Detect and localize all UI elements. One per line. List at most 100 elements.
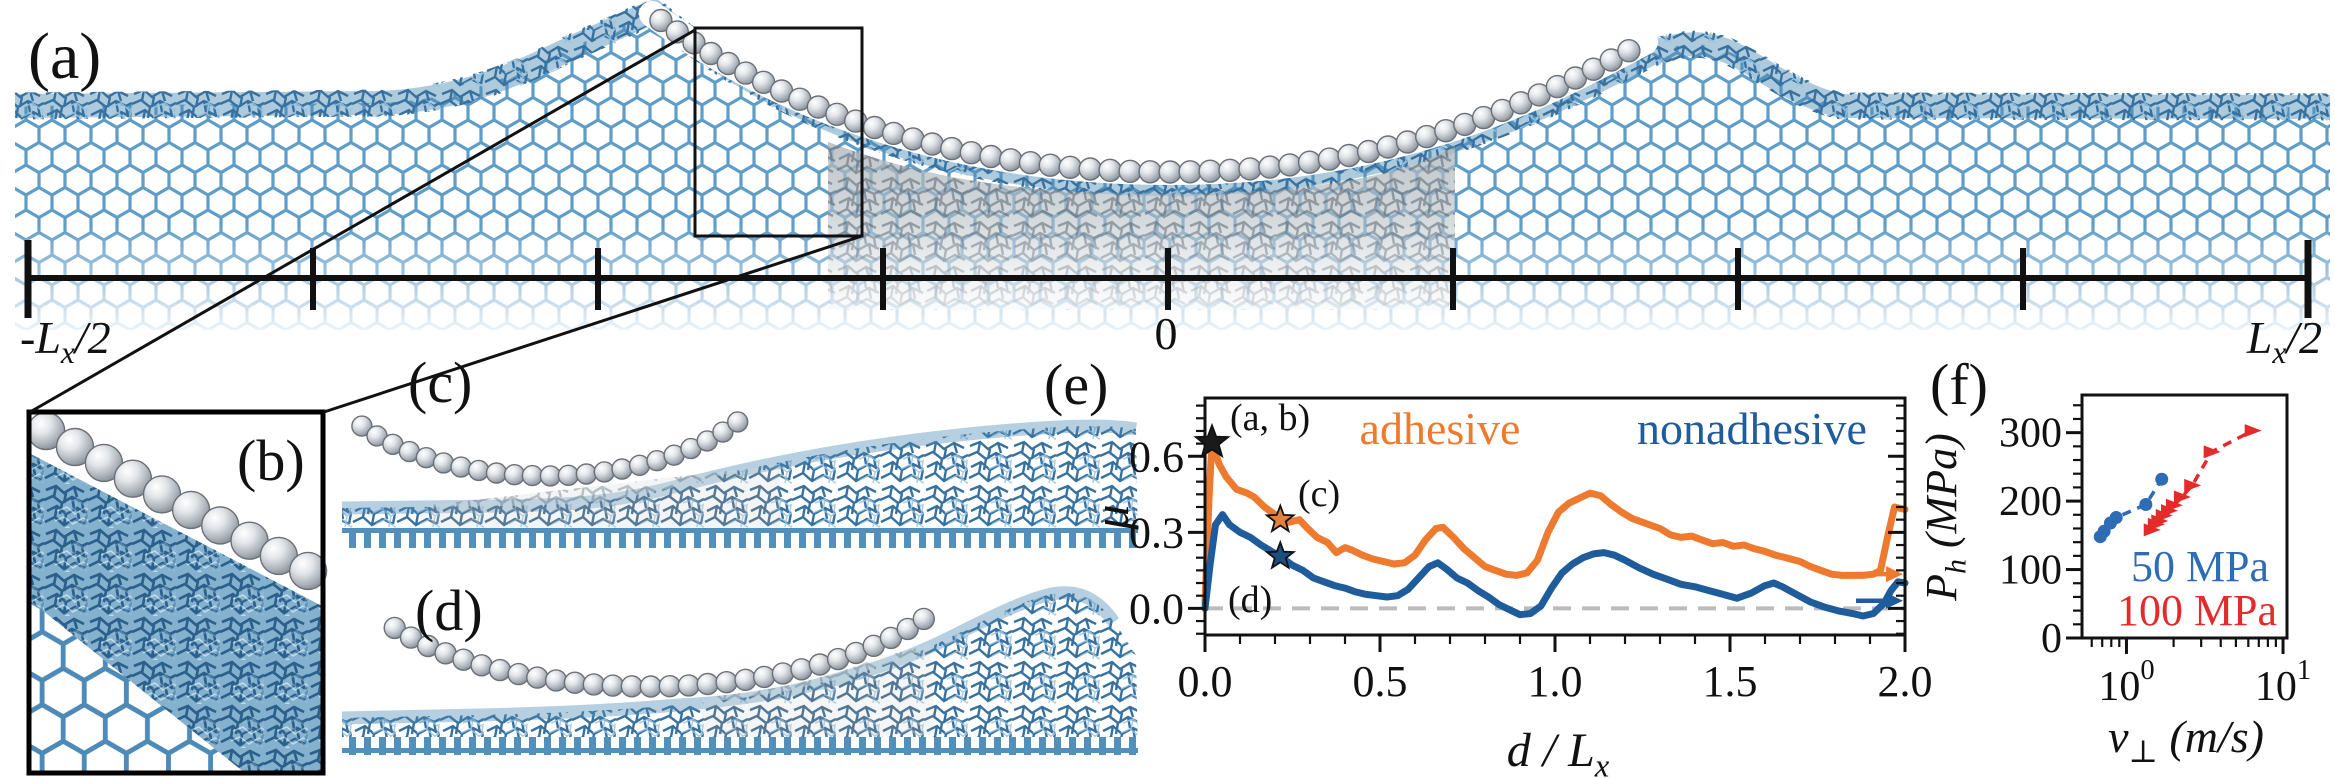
ruler-labels: -Lx/2 0 Lx/2 xyxy=(20,308,2322,370)
data-point-triangle xyxy=(2244,424,2262,438)
x-tick-label: 0.0 xyxy=(1178,657,1233,706)
indenter-sphere xyxy=(901,127,925,151)
indenter-sphere xyxy=(1018,150,1043,175)
indenter-chain-a xyxy=(649,8,1641,184)
data-point-circle xyxy=(2109,511,2123,525)
indenter-sphere xyxy=(979,144,1003,169)
adhesive-curve xyxy=(1201,438,1909,607)
indenter-sphere xyxy=(896,617,919,641)
edge-arrow xyxy=(1886,566,1903,583)
indenter-sphere xyxy=(1098,158,1122,183)
indenter-sphere xyxy=(1178,160,1202,184)
indenter-sphere xyxy=(1356,139,1381,164)
indenter-sphere xyxy=(288,551,328,591)
indenter-sphere xyxy=(734,668,757,691)
ruler-right-label: Lx/2 xyxy=(2246,312,2322,370)
indenter-sphere xyxy=(1337,143,1361,168)
annotation-d: (d) xyxy=(1228,579,1272,621)
annotation-ab: (a, b) xyxy=(1230,397,1310,439)
x-axis-label: d / Lx xyxy=(1507,724,1610,778)
y-axis-label: μ xyxy=(1083,504,1139,530)
axes-box xyxy=(2080,393,2289,640)
indenter-sphere xyxy=(1317,147,1342,171)
indenter-sphere xyxy=(1278,153,1302,177)
label-100mpa: 100 MPa xyxy=(2117,586,2277,635)
indenter-sphere xyxy=(526,666,549,689)
indenter-sphere xyxy=(544,669,568,692)
indenter-sphere xyxy=(999,148,1023,172)
indenter-sphere xyxy=(1297,150,1322,174)
indenter-sphere xyxy=(557,464,580,486)
substrate-material xyxy=(342,592,1138,755)
data-point-triangle xyxy=(2203,445,2221,459)
indenter-sphere xyxy=(1138,160,1162,184)
indenter-sphere xyxy=(1238,157,1262,181)
star-marker xyxy=(1193,422,1231,459)
data-point-triangle xyxy=(2165,498,2183,512)
x-tick-label: 1.5 xyxy=(1703,657,1758,706)
indenter-sphere xyxy=(1198,159,1222,183)
indenter-sphere xyxy=(696,672,719,696)
indenter-sphere xyxy=(1395,130,1420,154)
indenter-sphere xyxy=(1218,158,1242,183)
y-tick-label: 100 xyxy=(1999,548,2062,594)
indenter-sphere xyxy=(485,462,508,484)
indenter-sphere xyxy=(1058,155,1082,180)
lattice-bottom-row xyxy=(342,737,1138,755)
indenter-sphere xyxy=(699,41,723,66)
compressed-gray-zone xyxy=(430,465,780,540)
x-tick-label: 2.0 xyxy=(1878,657,1933,706)
edge-arrow xyxy=(1886,592,1903,609)
panel-a-label: (a) xyxy=(28,20,101,93)
indenter-sphere xyxy=(611,458,633,480)
indenter-sphere xyxy=(639,675,662,698)
panel-c-snapshot xyxy=(341,405,1138,548)
indenter-sphere xyxy=(1038,153,1063,177)
indenter-sphere xyxy=(940,136,964,161)
indenter-sphere xyxy=(790,658,813,681)
x-tick-label: 1.0 xyxy=(1528,657,1583,706)
lattice-bottom-row xyxy=(342,528,1138,548)
panel-f-label: (f) xyxy=(1930,352,1988,417)
x-tick-label: 100 xyxy=(2098,655,2154,710)
nonadhesive-curve xyxy=(1201,511,1909,620)
data-point-triangle xyxy=(2173,490,2191,504)
x-axis-label: v⊥ (m/s) xyxy=(2108,711,2264,769)
indenter-sphere xyxy=(575,463,598,485)
data-point-circle xyxy=(2139,498,2153,512)
indenter-sphere xyxy=(507,662,530,686)
indenter-sphere xyxy=(601,674,624,697)
panel-d-snapshot xyxy=(341,586,1138,755)
y-axis-label: Ph (MPa) xyxy=(1917,433,1973,602)
indenter-sphere xyxy=(468,459,490,482)
indenter-sphere xyxy=(582,673,605,696)
substrate-material xyxy=(14,0,2331,330)
panel-c-label: (c) xyxy=(408,350,472,415)
legend-nonadhesive: nonadhesive xyxy=(1637,403,1867,454)
indenter-sphere xyxy=(727,411,749,433)
indenter-sphere xyxy=(1376,135,1400,159)
star-marker xyxy=(1264,503,1297,534)
data-point-circle xyxy=(2155,472,2169,486)
indenter-sphere xyxy=(712,421,734,443)
annotation-c: (c) xyxy=(1298,473,1340,515)
indenter-sphere xyxy=(450,456,472,478)
indenter-sphere xyxy=(1258,155,1282,179)
indenter-sphere xyxy=(432,452,455,474)
indenter-sphere xyxy=(470,654,493,677)
panel-b-label: (b) xyxy=(237,428,305,493)
panel-a-snapshot xyxy=(14,0,2331,330)
inset-border xyxy=(26,409,326,776)
data-point-triangle xyxy=(2161,504,2179,518)
x-tick-label: 0.5 xyxy=(1353,657,1408,706)
indenter-sphere xyxy=(351,415,373,437)
indenter-sphere xyxy=(593,461,615,483)
indenter-sphere xyxy=(503,464,526,486)
panel-d-label: (d) xyxy=(415,578,483,643)
indenter-sphere xyxy=(1078,157,1102,181)
crystalline-lattice xyxy=(27,598,245,773)
indenter-sphere xyxy=(383,616,406,640)
y-tick-label: 300 xyxy=(1999,411,2062,457)
